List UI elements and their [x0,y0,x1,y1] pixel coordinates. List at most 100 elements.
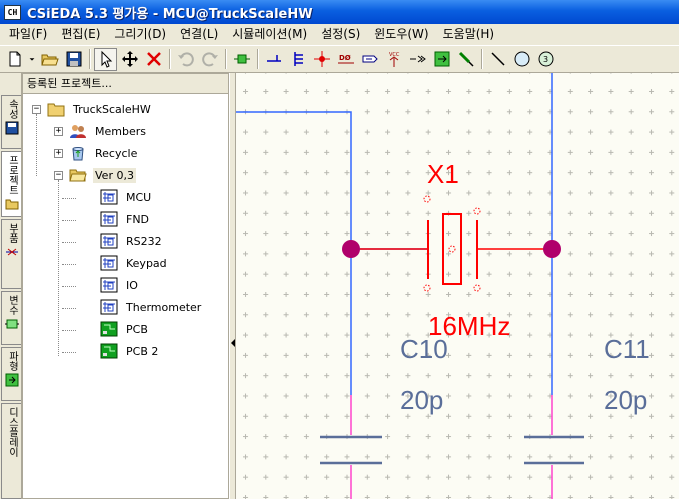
panel-splitter[interactable] [229,73,236,499]
tree-node-pcb[interactable]: PCB [100,319,150,339]
expand-icon[interactable]: + [54,147,63,158]
place-probe-button[interactable] [454,48,477,71]
open-button[interactable] [38,48,61,71]
tree-node-members[interactable]: + Members [54,121,148,141]
tree-node-thermometer[interactable]: Thermometer [100,297,203,317]
menu-file[interactable]: 파일(F) [9,27,48,41]
draw-line-button[interactable] [486,48,509,71]
toolbar-separator [89,49,91,69]
junction-dot [342,240,360,258]
schematic-drawing[interactable]: X1 16MHz C10 20p C11 20p [236,73,679,499]
place-wire-button[interactable] [262,48,285,71]
toolbar-separator [257,49,259,69]
place-junction-button[interactable] [310,48,333,71]
tree-node-pcb2[interactable]: PCB 2 [100,341,160,361]
menu-draw[interactable]: 그리기(D) [114,27,167,41]
tree-node-version[interactable]: − Ver 0,3 [54,165,136,185]
open-folder-icon [69,169,87,182]
redo-button[interactable] [198,48,221,71]
place-net-label-button[interactable]: DØ [334,48,357,71]
collapse-icon[interactable]: − [54,169,63,180]
tree-node-recycle[interactable]: + Recycle [54,143,139,163]
capacitor-c11[interactable]: C11 20p [524,334,650,465]
variable-icon [4,319,19,329]
tree-guide [62,264,76,265]
collapse-arrow-icon[interactable] [231,339,235,347]
tab-label: 파형 [6,351,18,371]
select-arrow-icon [101,50,112,68]
menu-simulation[interactable]: 시뮬레이션(M) [232,27,308,41]
collapse-icon[interactable]: − [32,103,41,114]
svg-text:VCC: VCC [389,52,400,58]
schematic-icon [100,277,118,293]
tab-properties[interactable]: 속성 [1,95,21,149]
tree-guide [62,198,76,199]
menu-window[interactable]: 윈도우(W) [374,27,429,41]
tab-waveform[interactable]: 파형 [1,347,21,401]
place-bus-button[interactable] [286,48,309,71]
tab-display[interactable]: 디스플레이 [1,403,21,499]
menu-bar: 파일(F) 편집(E) 그리기(D) 연결(L) 시뮬레이션(M) 설정(S) … [0,24,679,45]
open-folder-icon [40,54,59,66]
chevron-down-icon [29,58,35,61]
toolbar-separator [169,49,171,69]
folder-icon [47,103,65,117]
move-button[interactable] [118,48,141,71]
capacitor-c10[interactable]: C10 20p [320,334,448,465]
tree-node-root[interactable]: − TruckScaleHW [32,99,153,119]
part-icon [5,248,18,256]
expand-icon[interactable]: + [54,125,63,136]
menu-edit[interactable]: 편집(E) [61,27,101,41]
undo-button[interactable] [174,48,197,71]
offpage-icon [409,55,426,63]
schematic-icon [100,233,118,249]
recycle-icon [72,147,84,161]
part-icon [233,54,250,64]
save-button[interactable] [62,48,85,71]
place-offpage-button[interactable] [406,48,429,71]
new-file-button[interactable] [3,48,26,71]
line-icon [490,52,505,66]
menu-settings[interactable]: 설정(S) [321,27,361,41]
tree-guide [62,242,76,243]
tab-project[interactable]: 프로젝트 [1,151,21,217]
place-port-button[interactable] [358,48,381,71]
draw-text-circle-button[interactable]: 3 [534,48,557,71]
new-dropdown-button[interactable] [27,48,37,71]
place-power-button[interactable]: VCC [382,48,405,71]
project-panel: 등록된 프로젝트... − TruckScaleHW + Members + R… [22,73,229,499]
title-bar[interactable]: CH CSiEDA 5.3 평가용 - MCU@TruckScaleHW [0,0,679,24]
draw-circle-button[interactable] [510,48,533,71]
tree-label: RS232 [126,234,162,248]
tree-node-mcu[interactable]: MCU [100,187,153,207]
cap-ref-label: C10 [400,334,448,364]
tree-guide [62,330,76,331]
delete-button[interactable] [142,48,165,71]
tree-node-keypad[interactable]: Keypad [100,253,169,273]
cap-value-label: 20p [604,385,647,415]
tab-label: 부품 [6,223,18,243]
app-icon[interactable]: CH [4,4,21,20]
tab-variables[interactable]: 변수 [1,291,21,345]
undo-icon [177,52,194,67]
tree-label: Recycle [95,146,138,160]
text-circle-icon: 3 [538,51,553,67]
tree-node-fnd[interactable]: FND [100,209,151,229]
place-component-button[interactable] [430,48,453,71]
power-icon: VCC [389,52,400,67]
tree-node-io[interactable]: IO [100,275,140,295]
tree-node-rs232[interactable]: RS232 [100,231,164,251]
place-part-button[interactable] [230,48,253,71]
tree-label: MCU [126,190,152,204]
tree-label: Ver 0,3 [93,167,136,183]
crystal-x1[interactable]: X1 16MHz [360,159,546,341]
menu-help[interactable]: 도움말(H) [442,27,495,41]
schematic-canvas[interactable]: X1 16MHz C10 20p C11 20p [236,73,679,499]
tree-label: TruckScaleHW [73,102,151,116]
crystal-value-label: 16MHz [428,311,510,341]
menu-connect[interactable]: 연결(L) [180,27,219,41]
tab-parts[interactable]: 부품 [1,219,21,289]
folder-icon [5,199,18,210]
select-button[interactable] [94,47,117,71]
tab-label: 디스플레이 [6,407,18,457]
